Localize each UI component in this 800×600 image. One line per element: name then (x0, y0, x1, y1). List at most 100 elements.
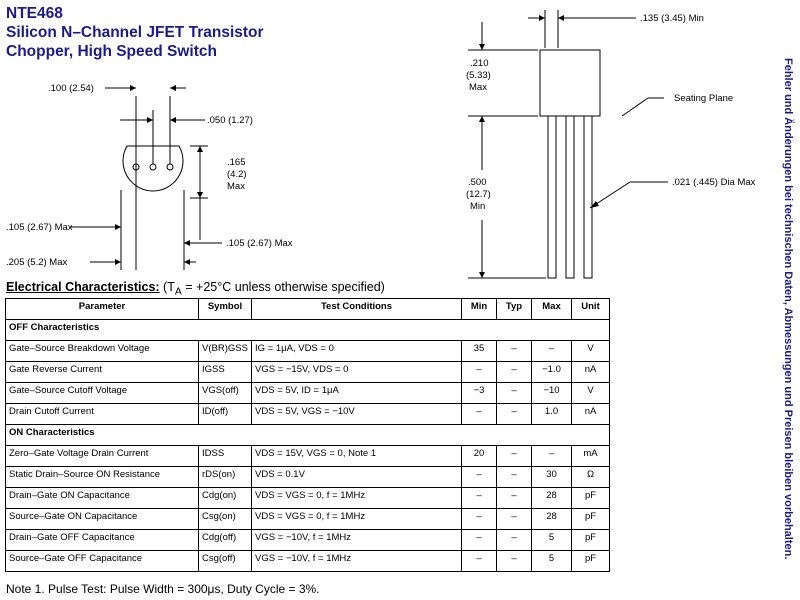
table-cell: pF (571, 508, 610, 530)
table-cell: IDSS (198, 445, 252, 467)
table-cell: nA (571, 361, 610, 383)
table-cell: mA (571, 445, 610, 467)
table-cell: 20 (461, 445, 497, 467)
package-body-outline (539, 49, 601, 117)
table-cell: −3 (461, 382, 497, 404)
table-cell: 30 (531, 466, 572, 488)
dim-100-label: .100 (2.54) (48, 83, 94, 94)
table-cell: Source–Gate ON Capacitance (5, 508, 199, 530)
table-section-row: OFF Characteristics (5, 319, 610, 341)
table-cell: 5 (531, 550, 572, 572)
package-drawing: .100 (2.54) .050 (1.27) .165 (4.2) Max .… (6, 10, 756, 279)
seating-plane-label: Seating Plane (674, 93, 733, 104)
table-cell: – (531, 340, 572, 362)
column-header: Typ (496, 298, 532, 320)
table-cell: Cdg(off) (198, 529, 252, 551)
table-cell: – (496, 445, 532, 467)
footnote: Note 1. Pulse Test: Pulse Width = 300μs,… (6, 582, 320, 596)
table-cell: – (461, 361, 497, 383)
column-header: Test Conditions (251, 298, 462, 320)
electrical-characteristics-heading: Electrical Characteristics: (TA = +25°C … (6, 280, 385, 298)
table-cell: 5 (531, 529, 572, 551)
table-cell: – (496, 550, 532, 572)
table-cell: Static Drain–Source ON Resistance (5, 466, 199, 488)
dim-210-mm: (5.33) (466, 70, 491, 81)
part-application: Chopper, High Speed Switch (6, 43, 217, 60)
table-cell: VDS = 0.1V (251, 466, 462, 488)
table-cell: −10 (531, 382, 572, 404)
dim-135-label: .135 (3.45) Min (640, 13, 704, 24)
table-cell: 1.0 (531, 403, 572, 425)
table-cell: pF (571, 550, 610, 572)
section-title: OFF Characteristics (5, 319, 610, 341)
table-cell: – (531, 445, 572, 467)
table-cell: Gate Reverse Current (5, 361, 199, 383)
dim-210-label: .210 (470, 58, 489, 69)
dim-500-mm: (12.7) (466, 189, 491, 200)
table-cell: VDS = VGS = 0, f = 1MHz (251, 508, 462, 530)
dim-105-right-label: .105 (2.67) Max (226, 238, 293, 249)
table-cell: VDS = 5V, VGS = −10V (251, 403, 462, 425)
table-cell: IG = 1μA, VDS = 0 (251, 340, 462, 362)
table-cell: Gate–Source Cutoff Voltage (5, 382, 199, 404)
table-cell: – (461, 550, 497, 572)
table-cell: Ω (571, 466, 610, 488)
table-cell: – (496, 361, 532, 383)
table-cell: 28 (531, 508, 572, 530)
table-cell: – (496, 487, 532, 509)
table-cell: VGS = −15V, VDS = 0 (251, 361, 462, 383)
dim-165-label: .165 (227, 157, 246, 168)
column-header: Min (461, 298, 497, 320)
table-cell: −1.0 (531, 361, 572, 383)
table-cell: 28 (531, 487, 572, 509)
pin-hole (166, 163, 174, 171)
table-cell: Source–Gate OFF Capacitance (5, 550, 199, 572)
table-cell: – (496, 529, 532, 551)
table-cell: Zero–Gate Voltage Drain Current (5, 445, 199, 467)
table-cell: nA (571, 403, 610, 425)
column-header: Unit (571, 298, 610, 320)
part-number: NTE468 (6, 5, 63, 22)
column-header: Symbol (198, 298, 252, 320)
table-cell: VGS = −10V, f = 1MHz (251, 550, 462, 572)
dim-021-label: .021 (.445) Dia Max (672, 177, 756, 188)
column-header: Max (531, 298, 572, 320)
dim-500-label: .500 (468, 177, 487, 188)
table-cell: VGS(off) (198, 382, 252, 404)
datasheet-header: NTE468 Silicon N–Channel JFET Transistor… (6, 4, 264, 61)
table-cell: pF (571, 529, 610, 551)
table-cell: Drain Cutoff Current (5, 403, 199, 425)
table-cell: pF (571, 487, 610, 509)
table-cell: rDS(on) (198, 466, 252, 488)
table-cell: – (496, 466, 532, 488)
table-cell: Csg(on) (198, 508, 252, 530)
table-cell: VDS = VGS = 0, f = 1MHz (251, 487, 462, 509)
table-cell: – (461, 487, 497, 509)
table-cell: Csg(off) (198, 550, 252, 572)
table-cell: – (496, 382, 532, 404)
table-cell: – (461, 508, 497, 530)
table-cell: – (496, 403, 532, 425)
dim-500-min: Min (470, 201, 485, 212)
table-cell: Drain–Gate OFF Capacitance (5, 529, 199, 551)
dim-210-max: Max (469, 82, 487, 93)
table-cell: – (496, 340, 532, 362)
pin-hole (149, 163, 157, 171)
table-cell: – (461, 403, 497, 425)
dim-165-mm: (4.2) (227, 169, 247, 180)
dim-105-left-label: .105 (2.67) Max (6, 222, 73, 233)
table-section-row: ON Characteristics (5, 424, 610, 446)
condition-text: = +25°C unless otherwise specified) (181, 280, 385, 294)
dim-165-max: Max (227, 181, 245, 192)
condition-sub: A (174, 286, 182, 298)
table-cell: ID(off) (198, 403, 252, 425)
